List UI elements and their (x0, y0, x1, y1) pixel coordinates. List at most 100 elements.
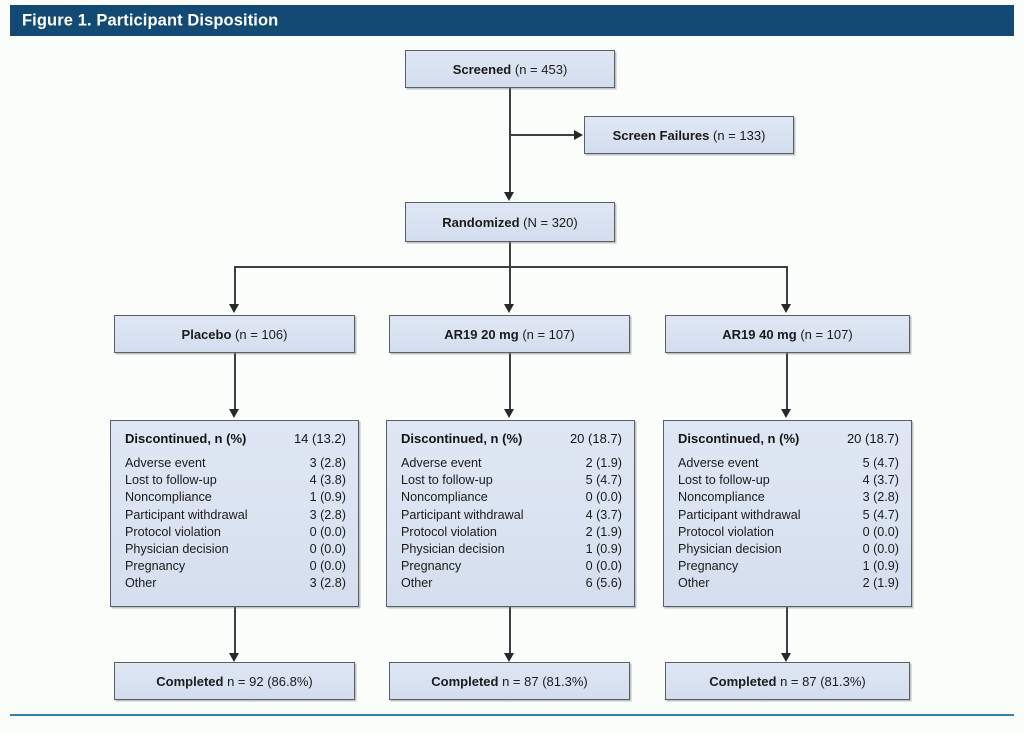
figure-title-bar: Figure 1. Participant Disposition (10, 5, 1014, 36)
arrow-right-icon (574, 129, 583, 140)
connector-screened-to-randomized (509, 88, 511, 198)
panel-reason-row: Other 3 (2.8) (125, 575, 346, 592)
reason-value: 5 (4.7) (585, 473, 622, 488)
node-arm-placebo-label: Placebo (181, 326, 232, 342)
panel-reason-row: Pregnancy 1 (0.9) (678, 558, 899, 575)
reason-value: 5 (4.7) (862, 507, 899, 522)
node-screened-label: Screened (452, 61, 512, 77)
arrow-down-icon (781, 409, 792, 418)
reason-value: 0 (0.0) (585, 490, 622, 505)
arrow-down-icon (504, 653, 515, 662)
panel-header-label: Discontinued, n (%) (678, 431, 800, 446)
reason-label: Other (125, 576, 157, 591)
connector-bus-to-ar19-40 (786, 266, 788, 308)
panel-reason-row: Noncompliance 0 (0.0) (401, 489, 622, 506)
reason-value: 3 (2.8) (309, 456, 346, 470)
panel-reason-row: Lost to follow-up 4 (3.8) (125, 472, 346, 489)
reason-label: Participant withdrawal (401, 507, 524, 522)
reason-label: Protocol violation (678, 524, 774, 539)
reason-label: Protocol violation (401, 524, 497, 539)
node-screen-failures: Screen Failures (n = 133) (584, 116, 794, 154)
connector-ar19-40-to-panel (786, 353, 788, 411)
connector-bus-to-placebo (234, 266, 236, 308)
node-completed-ar19-40: Completed n = 87 (81.3%) (665, 662, 910, 700)
reason-value: 6 (5.6) (585, 576, 622, 591)
node-arm-ar19-40-value: (n = 107) (800, 326, 853, 342)
node-arm-ar19-20-label: AR19 20 mg (444, 326, 519, 342)
reason-value: 1 (0.9) (585, 542, 622, 557)
connector-panel-to-completed-2 (509, 607, 511, 657)
reason-label: Lost to follow-up (125, 473, 217, 488)
connector-panel-to-completed-3 (786, 607, 788, 657)
panel-discontinued-ar19-40: Discontinued, n (%) 20 (18.7) Adverse ev… (663, 420, 912, 607)
arrow-down-icon (781, 304, 792, 313)
reason-value: 0 (0.0) (309, 542, 346, 557)
reason-label: Adverse event (678, 456, 759, 470)
reason-label: Noncompliance (125, 490, 212, 505)
node-randomized-label: Randomized (442, 214, 520, 230)
reason-value: 2 (1.9) (585, 456, 622, 470)
panel-header-label: Discontinued, n (%) (125, 431, 247, 446)
node-completed-value: n = 87 (81.3%) (780, 673, 866, 689)
reason-label: Adverse event (401, 456, 482, 470)
reason-value: 4 (3.7) (585, 507, 622, 522)
node-arm-ar19-20: AR19 20 mg (n = 107) (389, 315, 630, 353)
panel-reason-row: Adverse event 3 (2.8) (125, 455, 346, 472)
panel-reason-row: Adverse event 2 (1.9) (401, 455, 622, 472)
panel-total-value: 14 (13.2) (293, 431, 346, 446)
reason-value: 3 (2.8) (862, 490, 899, 505)
reason-value: 4 (3.8) (309, 473, 346, 488)
panel-header: Discontinued, n (%) 20 (18.7) (401, 431, 622, 446)
panel-header: Discontinued, n (%) 14 (13.2) (125, 431, 346, 446)
panel-header-label: Discontinued, n (%) (401, 431, 523, 446)
reason-value: 0 (0.0) (309, 524, 346, 539)
reason-label: Other (678, 576, 710, 591)
node-completed-ar19-20: Completed n = 87 (81.3%) (389, 662, 630, 700)
reason-label: Noncompliance (401, 490, 488, 505)
reason-value: 4 (3.7) (862, 473, 899, 488)
node-randomized-value: (N = 320) (523, 214, 578, 230)
panel-total-value: 20 (18.7) (569, 431, 622, 446)
connector-placebo-to-panel (234, 353, 236, 411)
arrow-down-icon (229, 653, 240, 662)
panel-reason-row: Physician decision 0 (0.0) (125, 541, 346, 558)
node-completed-placebo: Completed n = 92 (86.8%) (114, 662, 355, 700)
arrow-down-icon (504, 409, 515, 418)
node-arm-placebo-value: (n = 106) (235, 326, 288, 342)
arrow-down-icon (504, 192, 515, 201)
node-arm-ar19-40-label: AR19 40 mg (722, 326, 797, 342)
node-arm-ar19-40: AR19 40 mg (n = 107) (665, 315, 910, 353)
reason-label: Pregnancy (125, 559, 186, 574)
reason-value: 1 (0.9) (862, 559, 899, 574)
reason-label: Protocol violation (125, 524, 221, 539)
node-arm-placebo: Placebo (n = 106) (114, 315, 355, 353)
node-screened-value: (n = 453) (514, 61, 568, 77)
reason-value: 0 (0.0) (862, 542, 899, 557)
reason-value: 5 (4.7) (862, 456, 899, 470)
connector-panel-to-completed-1 (234, 607, 236, 657)
reason-value: 3 (2.8) (309, 576, 346, 591)
node-completed-label: Completed (709, 673, 777, 689)
reason-label: Adverse event (125, 456, 206, 470)
reason-label: Pregnancy (401, 559, 462, 574)
panel-total-value: 20 (18.7) (846, 431, 899, 446)
reason-label: Physician decision (125, 542, 229, 557)
reason-label: Pregnancy (678, 559, 739, 574)
panel-header: Discontinued, n (%) 20 (18.7) (678, 431, 899, 446)
arrow-down-icon (229, 409, 240, 418)
node-randomized: Randomized (N = 320) (405, 202, 615, 242)
arrow-down-icon (229, 304, 240, 313)
